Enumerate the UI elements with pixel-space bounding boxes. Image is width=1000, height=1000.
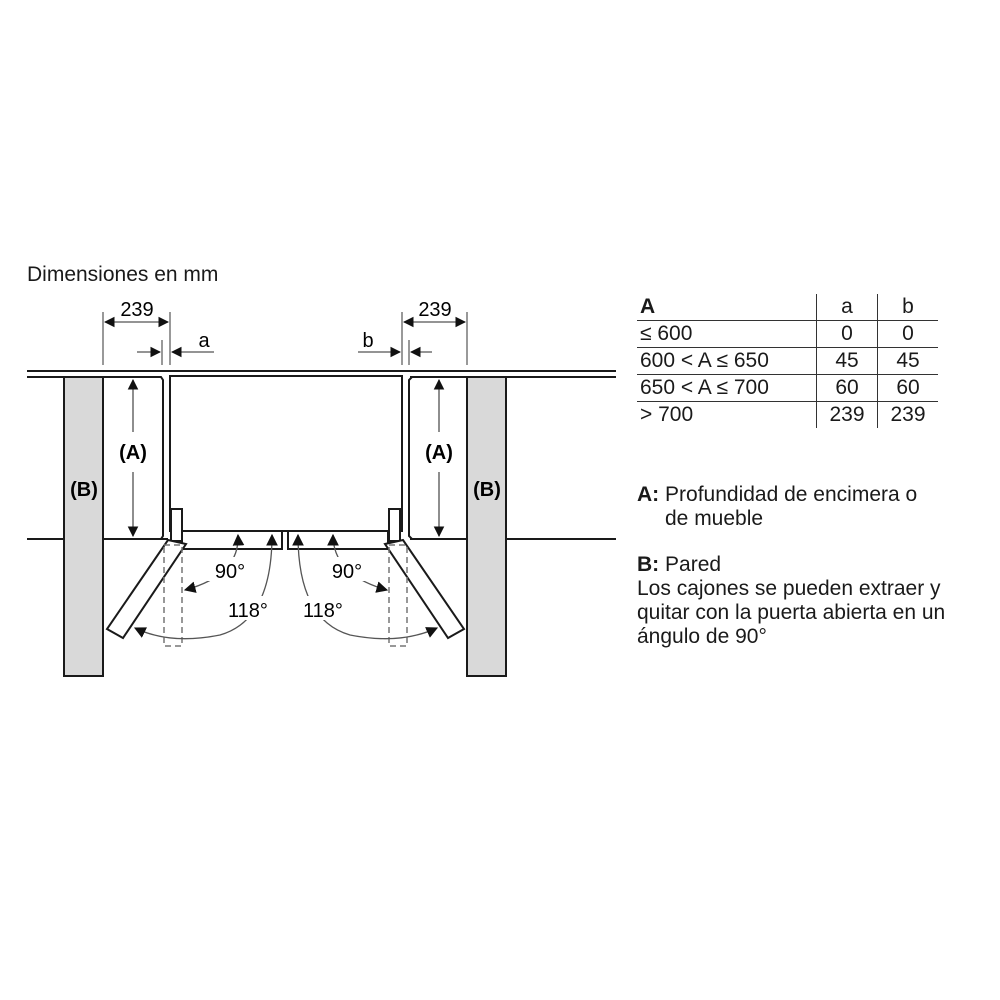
legend-key-b: B:: [637, 553, 660, 576]
cell-range: > 700: [640, 403, 694, 426]
drawer-right: [287, 530, 389, 550]
gap-label-a: a: [198, 330, 210, 352]
angle-90-right: 90°: [332, 561, 362, 583]
angle-118-left: 118°: [228, 600, 268, 622]
header-depth: A: [637, 294, 817, 321]
cell-b: 239: [877, 401, 938, 428]
header-a: a: [816, 294, 878, 321]
cell-a: 239: [816, 401, 878, 428]
angle-118-right: 118°: [303, 600, 343, 622]
legend-a-text-cont: de mueble: [665, 507, 764, 530]
countertop-line: [27, 370, 616, 540]
legend-key-a: A:: [637, 483, 660, 506]
gap-label-b: b: [362, 330, 373, 352]
cell-range: 600 < A ≤ 650: [637, 347, 817, 375]
angle-90-left: 90°: [215, 561, 245, 583]
legend: A: Profundidad de encimera o de mueble B…: [637, 483, 945, 649]
depth-label-right: (A): [425, 442, 453, 464]
drawer-left: [181, 530, 283, 550]
door-left-open: [105, 538, 188, 640]
cell-a: 0: [816, 320, 878, 348]
door-right-open: [383, 538, 466, 640]
gap-table: A a b ≤ 600 0 0 600 < A ≤ 650 45 45 650 …: [637, 294, 938, 428]
wall-label-right: (B): [473, 479, 501, 501]
fridge-body: [169, 375, 403, 532]
cell-a: 45: [816, 347, 878, 375]
table-row: > 700 239 239: [637, 401, 938, 428]
table-row: ≤ 600 0 0: [637, 320, 938, 348]
dimension-239-left: 239: [120, 299, 153, 321]
note-line-3: ángulo de 90°: [637, 625, 767, 648]
cell-range: 650 < A ≤ 700: [637, 374, 817, 402]
cell-b: 45: [877, 347, 938, 375]
cell-b: 60: [877, 374, 938, 402]
table-row: 600 < A ≤ 650 45 45: [637, 347, 938, 375]
wall-label-left: (B): [70, 479, 98, 501]
cell-a: 60: [816, 374, 878, 402]
legend-b-text: Pared: [665, 553, 722, 576]
hinge-left: [170, 508, 183, 542]
wall-left: [63, 376, 104, 677]
table-row: 650 < A ≤ 700 60 60: [637, 374, 938, 402]
note-line-2: quitar con la puerta abierta en un: [637, 601, 946, 624]
dimensions-title: Dimensiones en mm: [27, 263, 219, 286]
hinge-right: [388, 508, 401, 542]
header-b: b: [877, 294, 938, 321]
cell-b: 0: [877, 320, 938, 348]
dimension-239-right: 239: [418, 299, 451, 321]
legend-a-text: Profundidad de encimera o: [665, 483, 918, 506]
note-line-1: Los cajones se pueden extraer y: [637, 577, 941, 600]
table-header-row: A a b: [637, 294, 938, 321]
cell-range: ≤ 600: [637, 320, 817, 348]
wall-right: [466, 376, 507, 677]
depth-label-left: (A): [119, 442, 147, 464]
